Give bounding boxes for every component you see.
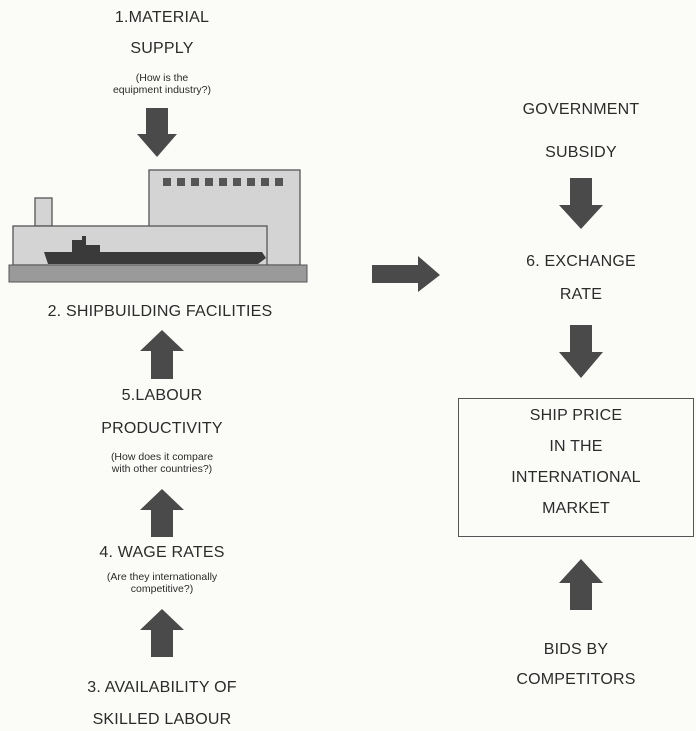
material-supply-title-1: 1.MATERIAL — [114, 9, 210, 26]
up-arrow-bids — [559, 559, 603, 610]
material-supply-note-2: equipment industry?) — [112, 84, 212, 96]
ship-price-line-3: INTERNATIONAL — [511, 469, 641, 486]
ship-price-line-2: IN THE — [549, 438, 603, 455]
ship-price-line-1: SHIP PRICE — [529, 407, 623, 424]
exchange-rate-line-1: 6. EXCHANGE — [526, 253, 636, 270]
labour-productivity-title-2: PRODUCTIVITY — [101, 420, 223, 437]
up-arrow-productivity — [140, 330, 184, 379]
labour-productivity-title-1: 5.LABOUR — [121, 387, 203, 404]
shipbuilding-facilities-title: 2. SHIPBUILDING FACILITIES — [47, 303, 273, 320]
bids-line-2: COMPETITORS — [516, 671, 636, 688]
wage-rates-note-2: competitive?) — [130, 583, 194, 595]
labour-productivity-note-2: with other countries?) — [111, 463, 213, 475]
government-subsidy-line-2: SUBSIDY — [545, 144, 617, 161]
factory-windows — [163, 178, 283, 186]
down-arrow-exchange — [559, 325, 603, 378]
exchange-rate-line-2: RATE — [559, 286, 603, 303]
up-arrow-skilled-labour — [140, 609, 184, 657]
ship-price-box — [458, 398, 694, 537]
ship-silhouette — [44, 236, 266, 264]
wage-rates-note-1: (Are they internationally — [106, 571, 218, 583]
down-arrow-material — [137, 108, 177, 157]
labour-productivity-note-1: (How does it compare — [110, 451, 214, 463]
up-arrow-wage — [140, 489, 184, 537]
skilled-labour-title-1: 3. AVAILABILITY OF — [87, 679, 237, 696]
shipyard-illustration — [8, 169, 308, 283]
down-arrow-subsidy — [559, 178, 603, 229]
wage-rates-title: 4. WAGE RATES — [99, 544, 225, 561]
bids-line-1: BIDS BY — [543, 641, 609, 658]
material-supply-title-2: SUPPLY — [130, 40, 194, 57]
ground-slab — [8, 264, 308, 283]
right-arrow-facilities — [372, 256, 440, 292]
material-supply-note-1: (How is the — [135, 72, 189, 84]
government-subsidy-line-1: GOVERNMENT — [522, 101, 640, 118]
ship-price-line-4: MARKET — [542, 500, 610, 517]
skilled-labour-title-2: SKILLED LABOUR — [92, 711, 232, 728]
chimney — [34, 197, 53, 227]
